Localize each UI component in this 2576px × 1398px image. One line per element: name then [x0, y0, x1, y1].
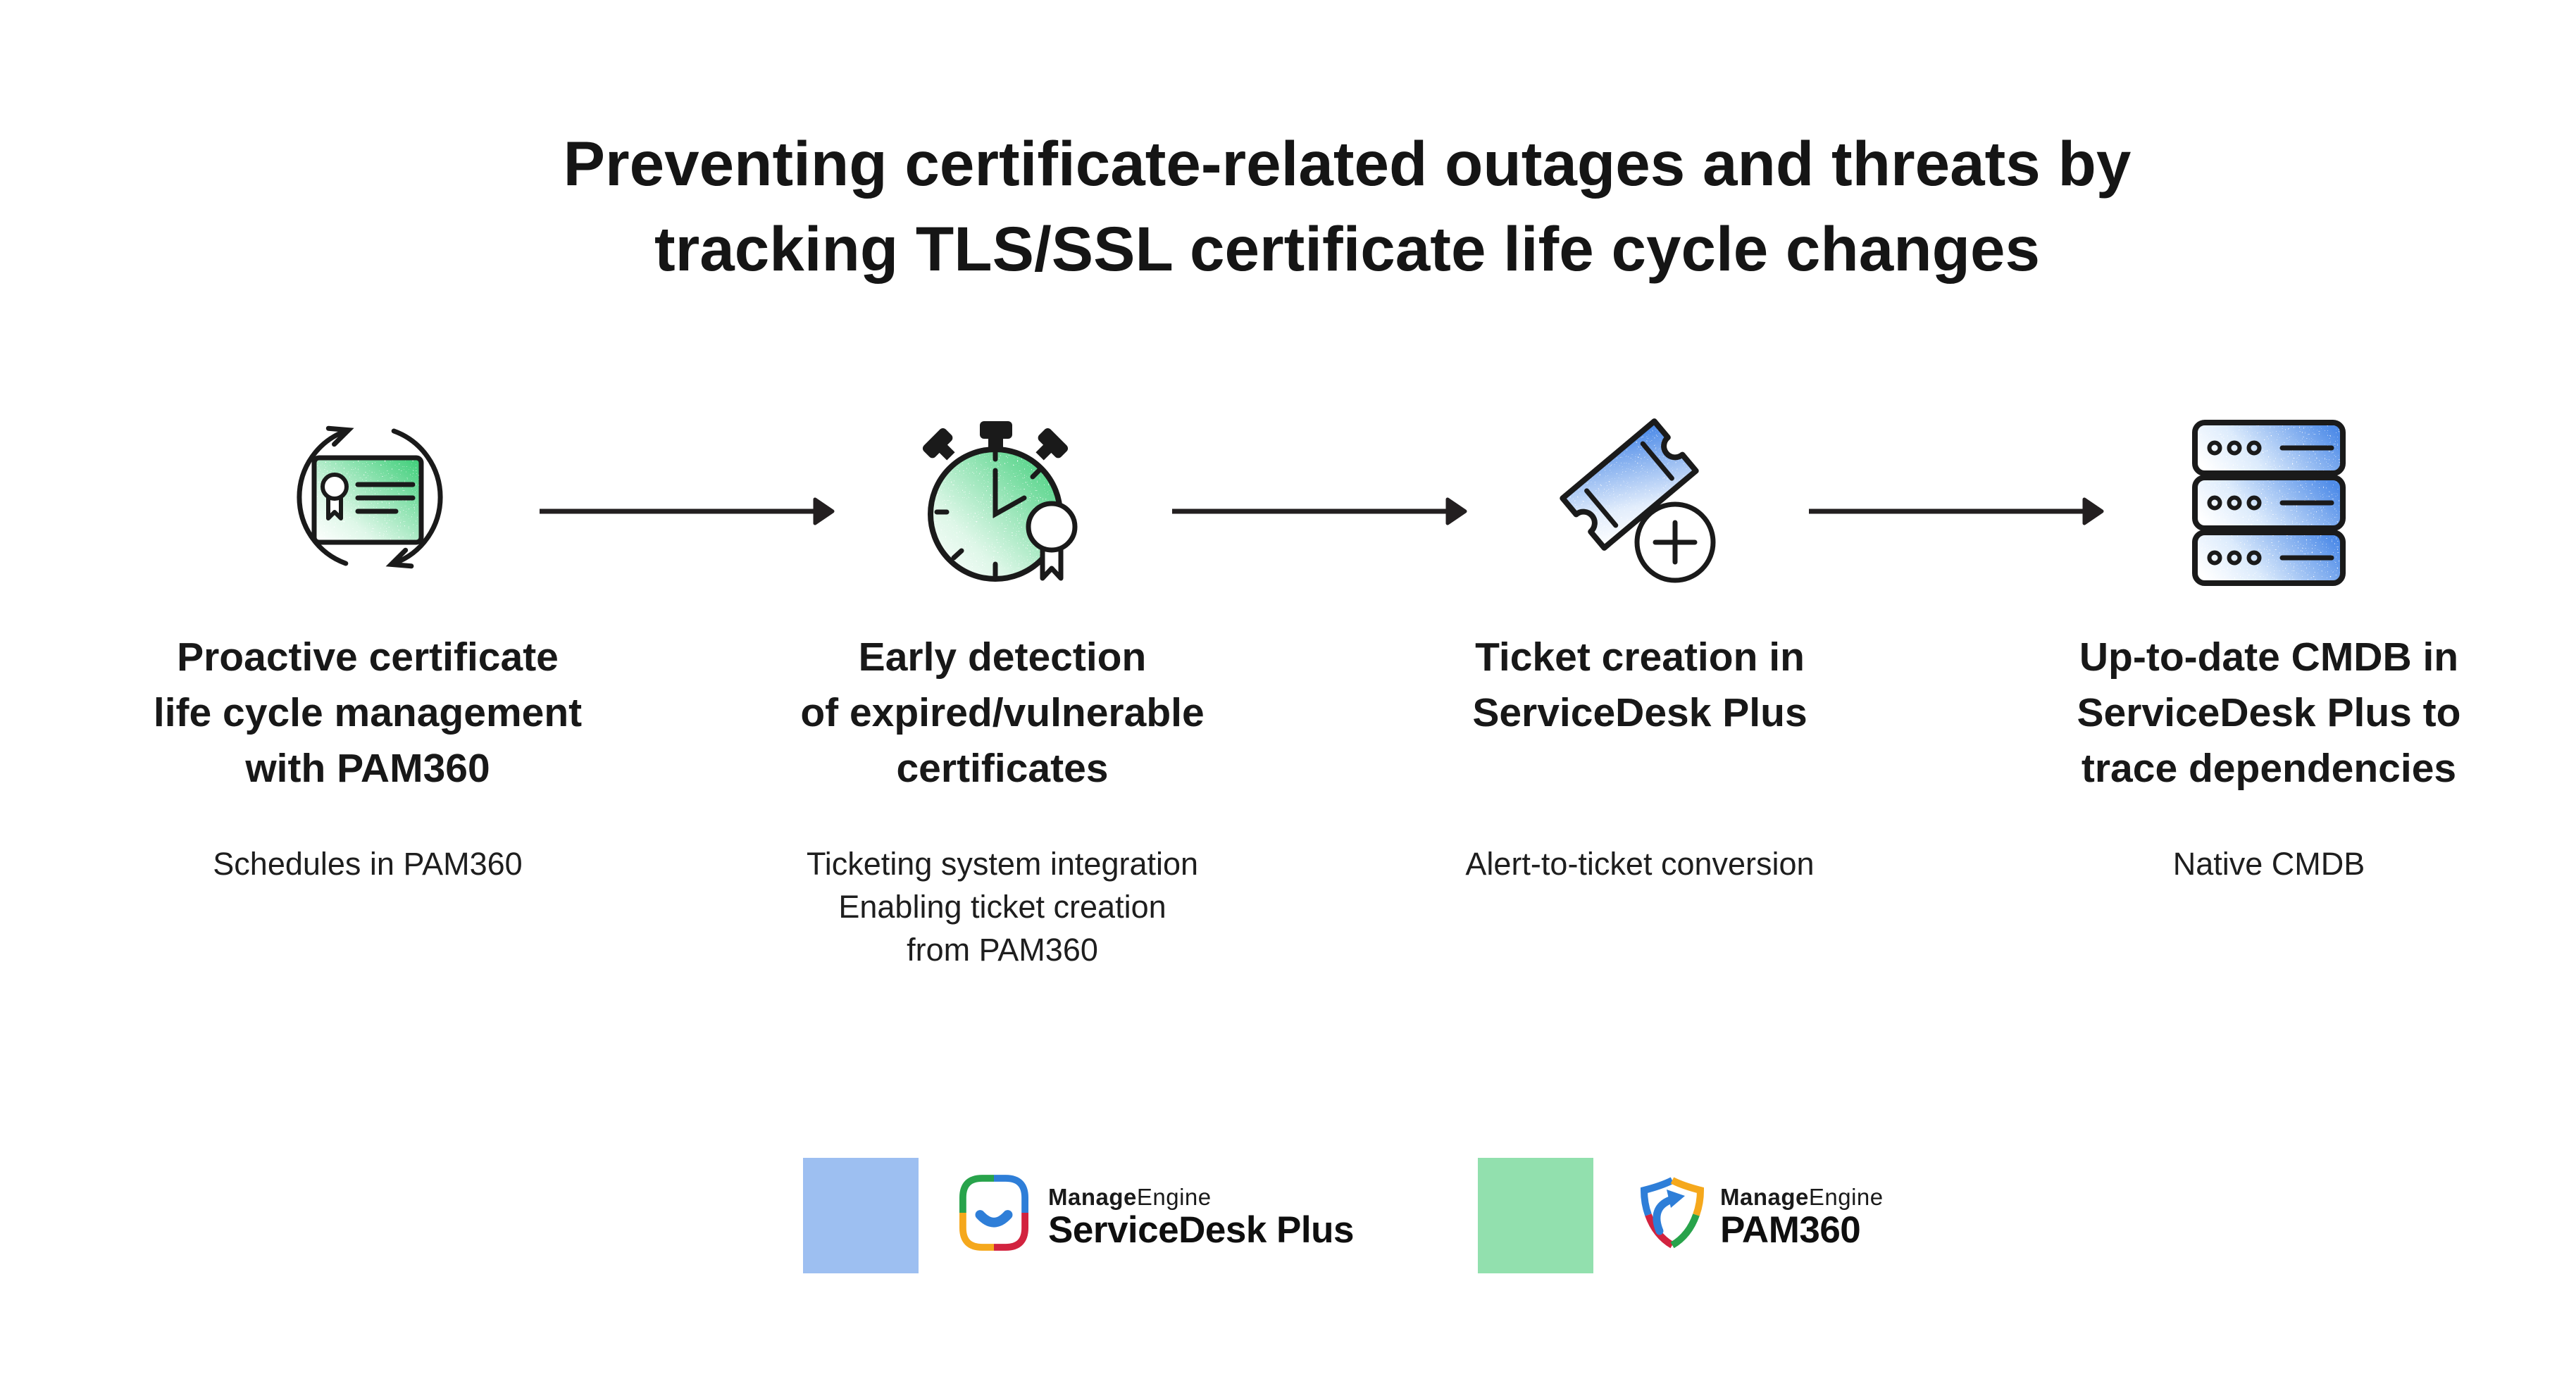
- brand-bold: Manage: [1720, 1184, 1809, 1210]
- cmdb-server-stack-icon: [2192, 420, 2346, 586]
- page-title: Preventing certificate-related outages a…: [59, 121, 2576, 292]
- step-heading-2: Early detection of expired/vulnerable ce…: [800, 635, 1205, 791]
- step-subtext-4: Native CMDB: [2172, 846, 2365, 882]
- expiry-stopwatch-icon: [922, 421, 1078, 582]
- pam360-logo: [1640, 1177, 1705, 1249]
- step-heading-3: Ticket creation in ServiceDesk Plus: [1472, 635, 1807, 735]
- step-subtext-3: Alert-to-ticket conversion: [1465, 846, 1815, 882]
- title-line-2: tracking TLS/SSL certificate life cycle …: [654, 213, 2041, 284]
- shield-arrow-icon: [1653, 1196, 1674, 1235]
- servicedesk-brand-text: ManageEngine: [1048, 1183, 1212, 1211]
- pam360-product-name: PAM360: [1720, 1209, 1861, 1251]
- brand-bold: Manage: [1048, 1184, 1137, 1210]
- new-ticket-icon: [1560, 418, 1716, 583]
- certificate-lifecycle-icon: [297, 425, 443, 569]
- brand-light: Engine: [1136, 1184, 1212, 1210]
- servicedesk-product-name: ServiceDesk Plus: [1048, 1209, 1354, 1251]
- step-subtext-1: Schedules in PAM360: [213, 846, 523, 882]
- rosette-seal: [321, 473, 349, 501]
- pam360-color-swatch: [1478, 1158, 1593, 1273]
- flow-arrow-2: [1172, 497, 1467, 525]
- step-heading-4: Up-to-date CMDB in ServiceDesk Plus to t…: [2077, 635, 2461, 791]
- flow-arrow-3: [1809, 497, 2104, 525]
- title-line-1: Preventing certificate-related outages a…: [563, 127, 2132, 199]
- servicedesk-plus-logo: [959, 1175, 1028, 1251]
- smile-icon: [975, 1210, 1013, 1228]
- flow-arrow-1: [540, 497, 835, 525]
- step-subtext-2: Ticketing system integration Enabling ti…: [806, 846, 1199, 968]
- brand-light: Engine: [1808, 1184, 1884, 1210]
- pam360-brand-text: ManageEngine: [1720, 1183, 1884, 1211]
- clock-hands: [993, 468, 1027, 518]
- stopwatch-buttons: [922, 421, 1069, 461]
- badge-seal: [1026, 501, 1078, 553]
- plus-icon: [1653, 520, 1698, 565]
- step-heading-1: Proactive certificate life cycle managem…: [153, 635, 583, 791]
- servicedesk-color-swatch: [803, 1158, 919, 1273]
